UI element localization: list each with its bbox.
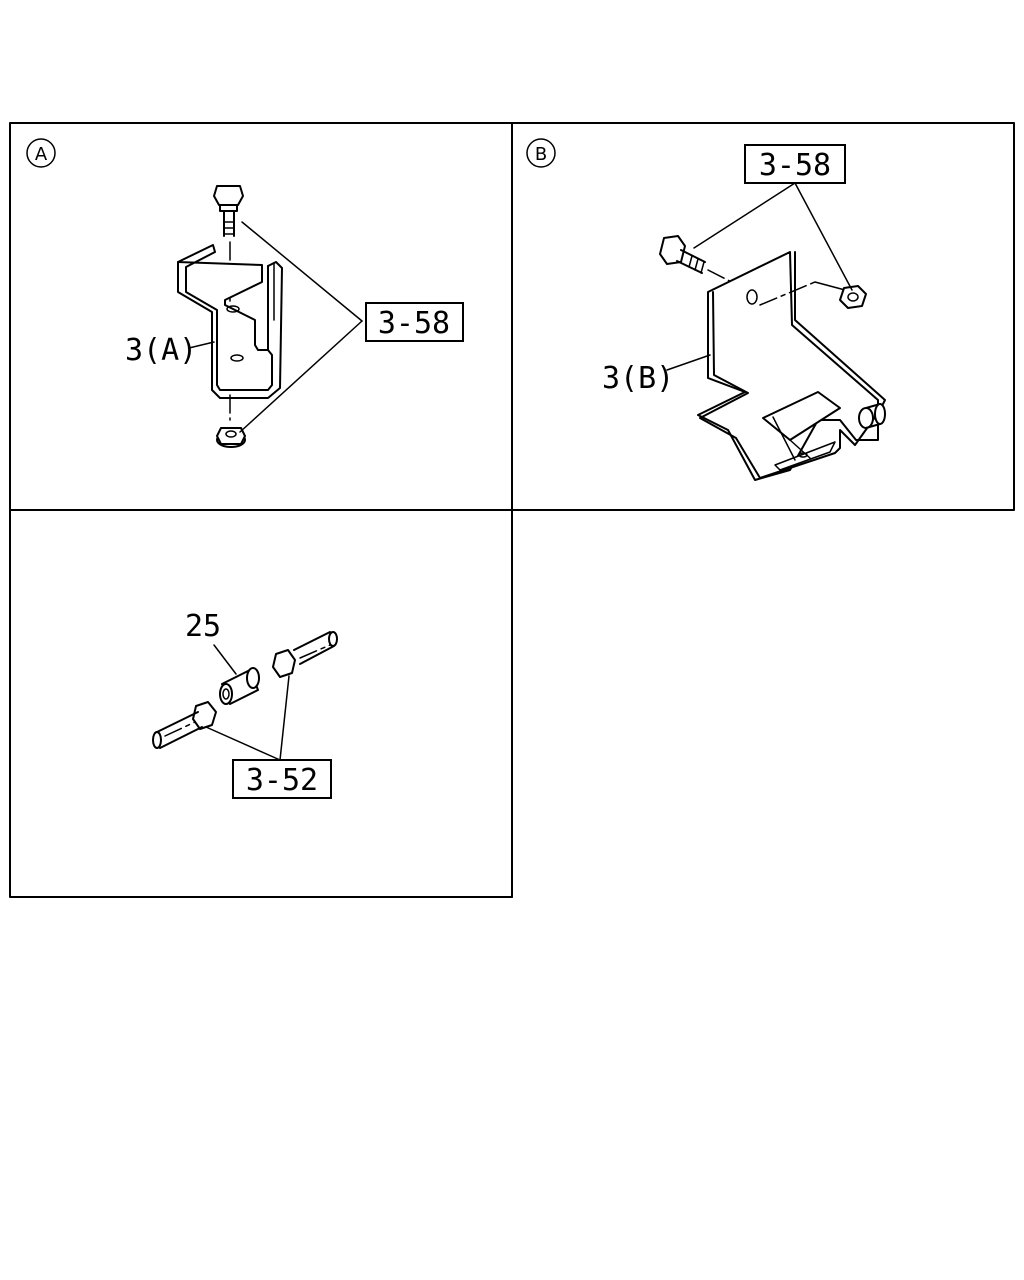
ref-label-a: 3-58 [378,306,450,341]
panel-a: A 3( [26,138,464,448]
part-label-25: 25 [185,609,221,644]
pipe-left-icon [152,701,217,749]
bracket-3b [697,251,886,481]
panel-frames [9,122,1015,898]
marker-b: B [535,144,547,165]
part-label-3b: 3(B) [602,361,674,396]
pipe-right-icon [272,631,338,678]
ref-label-b: 3-58 [759,148,831,183]
stud-icon [858,403,886,429]
marker-b-circle [526,138,556,168]
nut-icon [839,285,867,309]
ref-box-c [232,759,332,799]
union-icon [219,667,260,705]
marker-a: A [35,144,48,165]
marker-a-circle [26,138,56,168]
ref-label-c: 3-52 [246,763,318,798]
part-label-3a: 3(A) [125,333,197,368]
bolt-icon [659,235,706,274]
nut-icon [216,427,246,448]
ref-box-b [744,144,846,184]
bracket-3a [177,244,283,399]
ref-box-a [365,302,464,342]
bolt-icon [213,185,244,237]
panel-c: 25 3-52 [152,609,338,799]
panel-b: B 3-58 [526,138,886,481]
